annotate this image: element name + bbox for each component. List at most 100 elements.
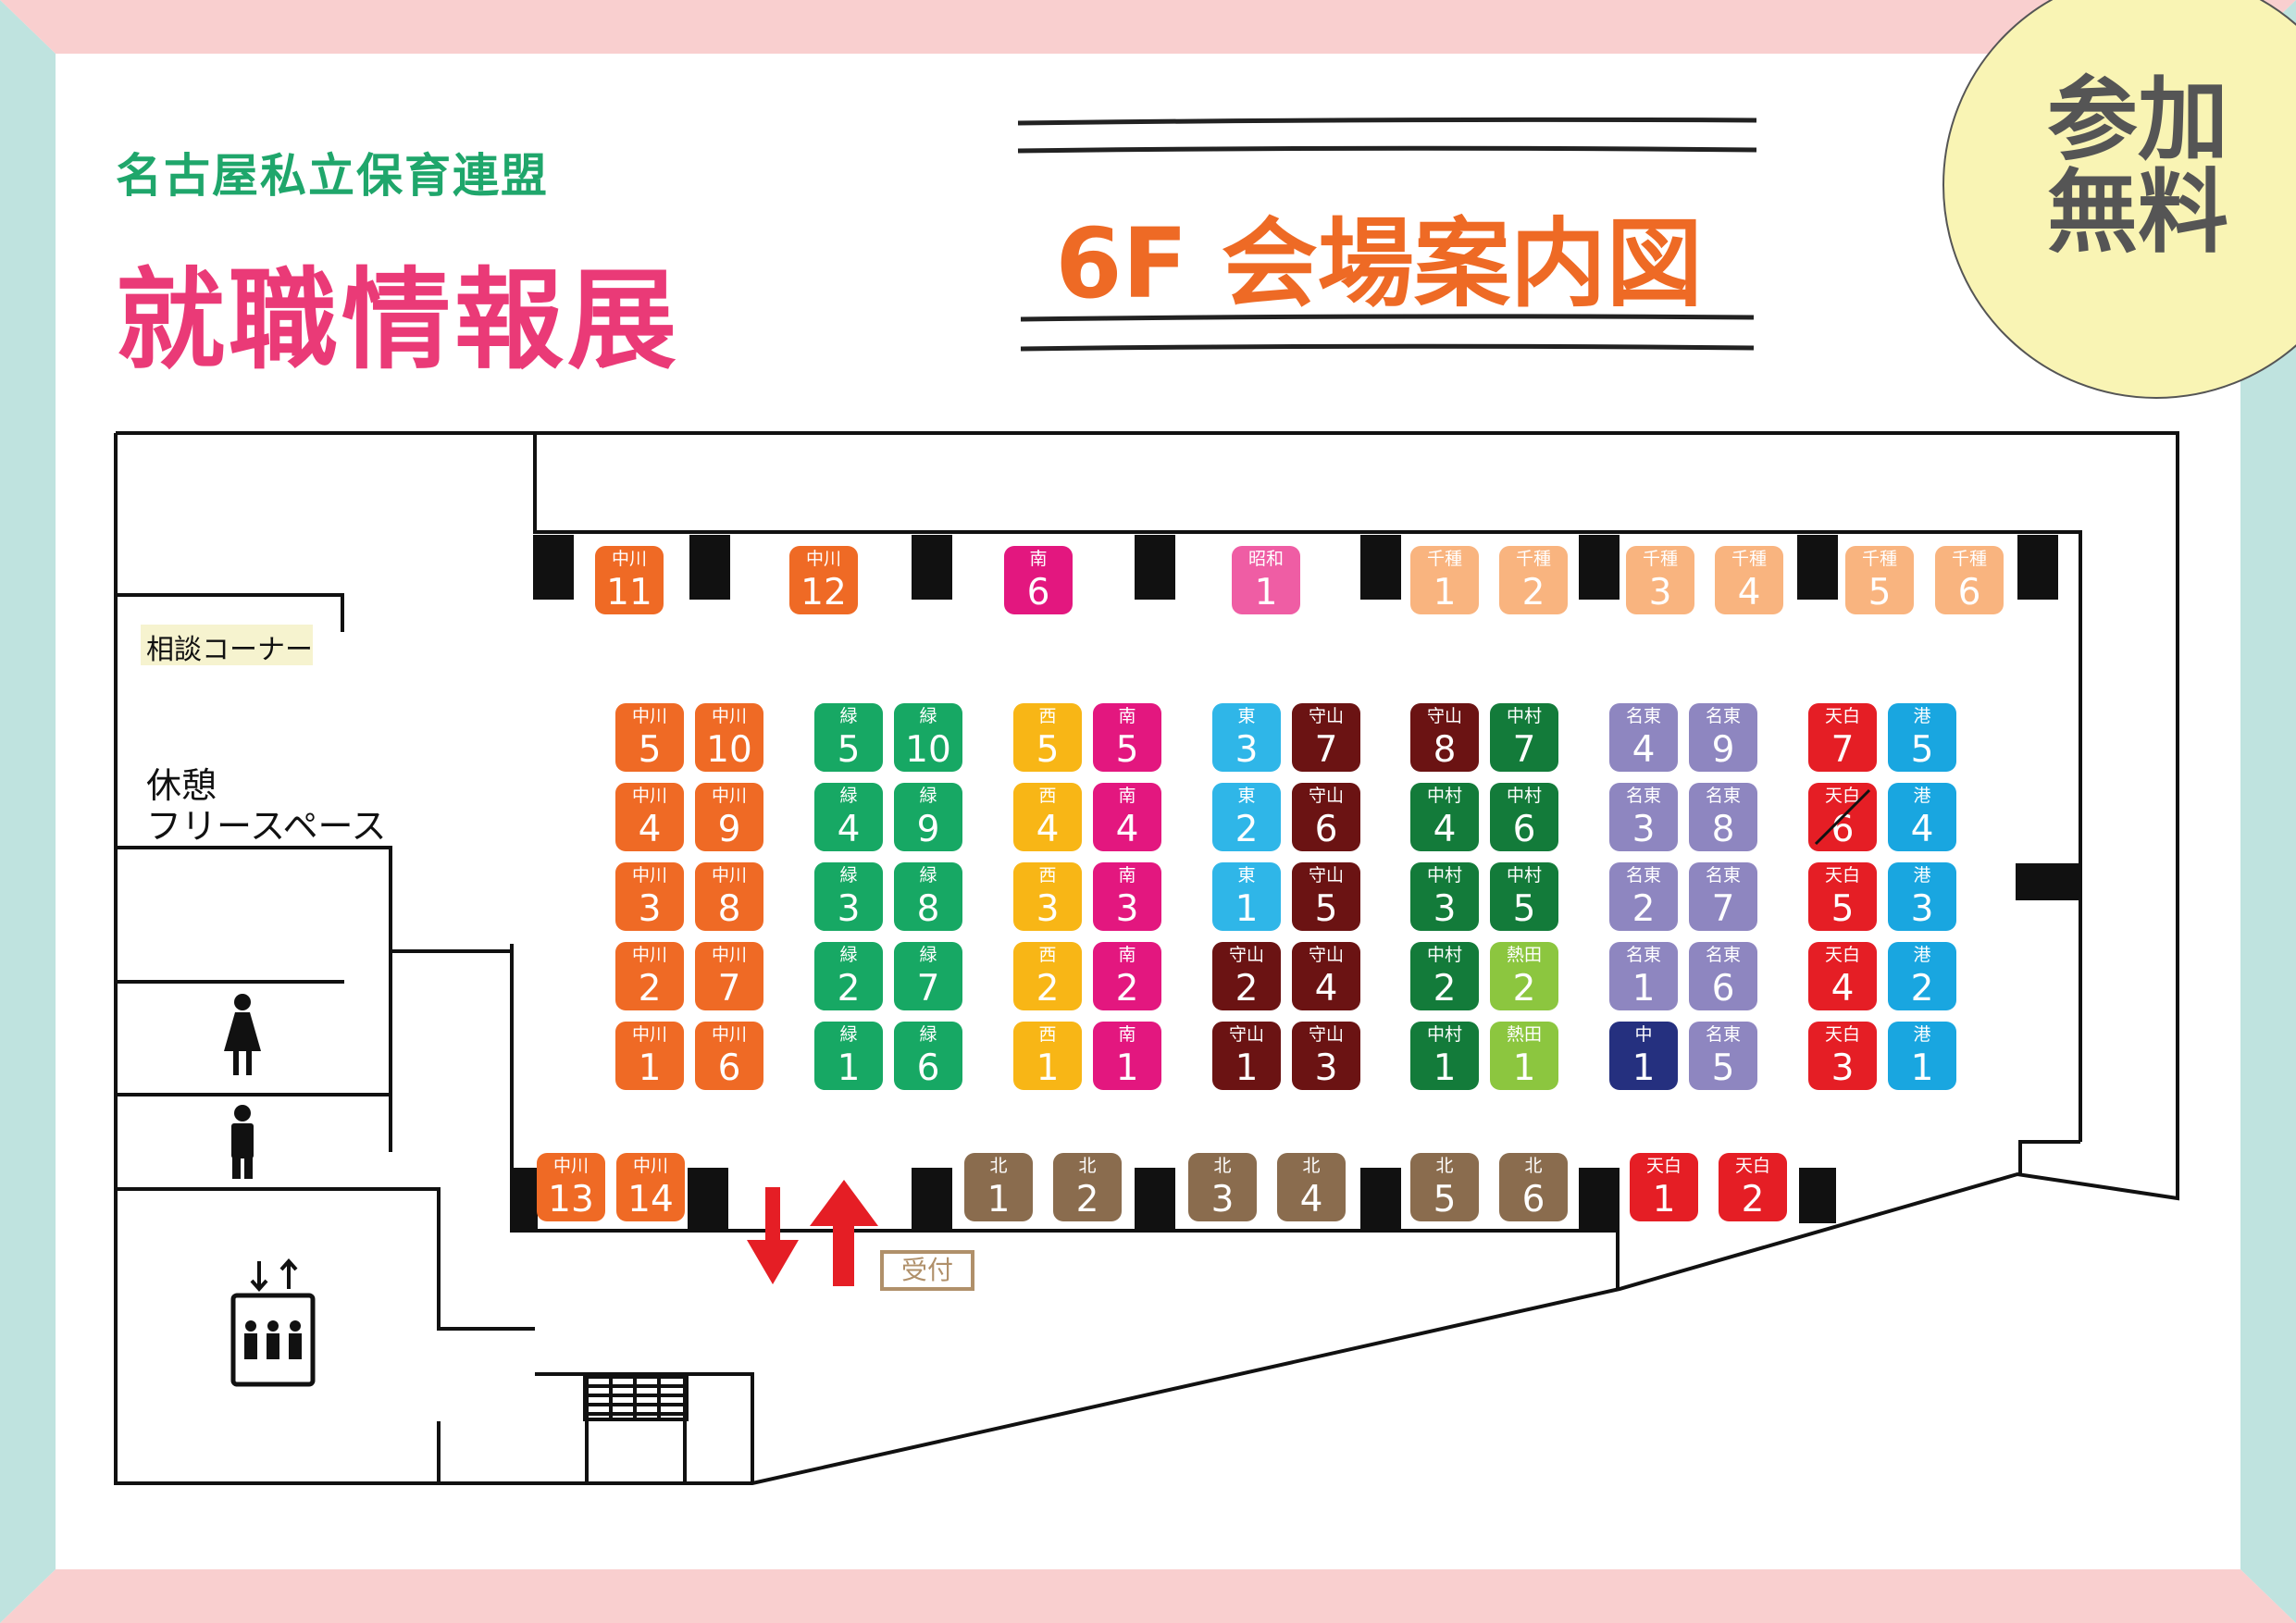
booth-ward: 北 <box>1435 1156 1454 1176</box>
booth-number: 1 <box>1632 1047 1656 1089</box>
booth-number: 1 <box>837 1047 861 1089</box>
booth-number: 5 <box>1433 1179 1457 1220</box>
booth-number: 1 <box>1632 968 1656 1010</box>
booth-ward: 中村 <box>1506 786 1542 806</box>
booth-number: 1 <box>987 1179 1011 1220</box>
booth-number: 2 <box>1741 1179 1765 1220</box>
badge-circle <box>1942 0 2296 399</box>
booth-ward: 昭和 <box>1247 549 1284 569</box>
booth-number: 4 <box>1299 1179 1323 1220</box>
booth-ward: 天白 <box>1824 945 1860 965</box>
booth-number: 6 <box>1521 1179 1545 1220</box>
booth-number: 5 <box>1868 572 1892 613</box>
booth-ward: 名東 <box>1625 786 1661 806</box>
booth-number: 7 <box>1711 888 1735 930</box>
booth-ward: 中川 <box>711 865 747 886</box>
free-space-label: フリースペース <box>146 806 387 847</box>
booth-ward: 東 <box>1237 786 1256 806</box>
booth-number: 8 <box>717 888 741 930</box>
booth-ward: 中川 <box>632 1156 668 1176</box>
booth-number: 6 <box>1026 572 1050 613</box>
booth-ward: 西 <box>1038 786 1057 806</box>
booth-number: 7 <box>1831 729 1855 771</box>
booth-number: 6 <box>1314 809 1338 850</box>
booth-number: 5 <box>1910 729 1934 771</box>
booth-ward: 緑 <box>919 865 937 886</box>
booth-number: 1 <box>1433 572 1457 613</box>
stairs-icon <box>583 1375 689 1483</box>
booth-number: 6 <box>1711 968 1735 1010</box>
booth-number: 4 <box>1036 809 1060 850</box>
booth-number: 3 <box>1210 1179 1235 1220</box>
booth-ward: 守山 <box>1228 1024 1264 1045</box>
booth-number: 1 <box>1235 888 1259 930</box>
reception-desk: 受付 <box>880 1250 974 1291</box>
booth-ward: 中川 <box>552 1156 589 1176</box>
booth-ward: 北 <box>1524 1156 1543 1176</box>
booth-ward: 千種 <box>1426 549 1462 569</box>
booth-ward: 中村 <box>1426 945 1462 965</box>
booth-ward: 緑 <box>839 945 858 965</box>
booth-number: 2 <box>1910 968 1934 1010</box>
booth-number: 6 <box>916 1047 940 1089</box>
booth: 天白 2 <box>1719 1153 1787 1221</box>
booth-number: 5 <box>837 729 861 771</box>
booth-number: 9 <box>717 809 741 850</box>
booth-ward: 南 <box>1118 706 1136 726</box>
booth-ward: 緑 <box>919 1024 937 1045</box>
booth-number: 4 <box>1910 809 1934 850</box>
bottom-border <box>0 1569 2296 1623</box>
booth-ward: 天白 <box>1734 1156 1770 1176</box>
badge-line-1: 参加 <box>2046 68 2228 173</box>
booth-number: 1 <box>1910 1047 1934 1089</box>
elevator-icon <box>230 1258 316 1387</box>
event-title: 就職情報展 <box>116 256 681 384</box>
booth-number: 1 <box>1433 1047 1457 1089</box>
booth-ward: 守山 <box>1228 945 1264 965</box>
booth-ward: 千種 <box>1515 549 1551 569</box>
booth-number: 4 <box>837 809 861 850</box>
booth-ward: 守山 <box>1308 865 1344 886</box>
booth-number: 3 <box>837 888 861 930</box>
booth-number: 2 <box>837 968 861 1010</box>
booth-ward: 中村 <box>1426 1024 1462 1045</box>
booth-number: 13 <box>548 1179 594 1220</box>
booth-ward: 名東 <box>1625 945 1661 965</box>
booth-number: 9 <box>1711 729 1735 771</box>
booth-number: 3 <box>1314 1047 1338 1089</box>
booth-ward: 中川 <box>631 865 667 886</box>
booth-number: 1 <box>1115 1047 1139 1089</box>
booth-ward: 中川 <box>711 786 747 806</box>
booth-number: 7 <box>1314 729 1338 771</box>
booth-ward: 天白 <box>1824 865 1860 886</box>
